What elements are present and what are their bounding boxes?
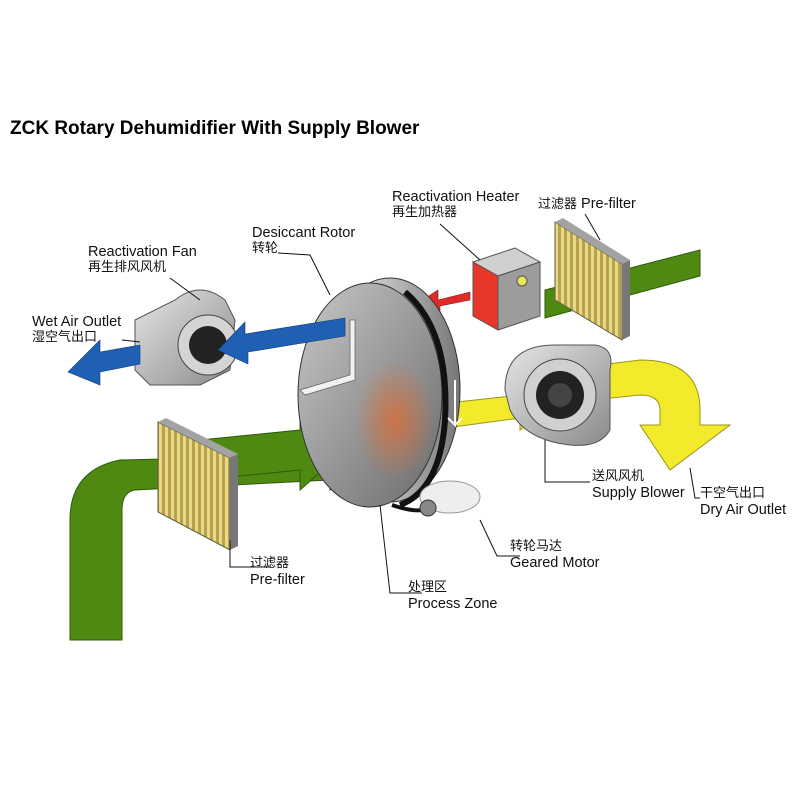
wet-air-outlet-cn: 湿空气出口: [32, 330, 98, 345]
process-zone-cn: 处理区: [408, 580, 448, 595]
leader-lines: [121, 213, 700, 594]
wet-air-outlet-label: Wet Air Outlet 湿空气出口: [32, 314, 121, 346]
page-title: ZCK Rotary Dehumidifier With Supply Blow…: [10, 118, 420, 139]
reactivation-fan-label: Reactivation Fan 再生排风风机: [88, 244, 197, 276]
reactivation-fan-en: Reactivation Fan: [88, 244, 197, 260]
reactivation-fan: [134, 289, 239, 386]
geared-motor-label: 转轮马达 Geared Motor: [510, 539, 599, 571]
geared-motor-en: Geared Motor: [510, 555, 600, 571]
prefilter-top-label: 过滤器 Pre-filter: [538, 196, 636, 213]
prefilter-top-cn: 过滤器: [538, 197, 578, 212]
prefilter-top-en: Pre-filter: [581, 196, 636, 212]
supply-blower-cn: 送风风机: [592, 469, 645, 484]
desiccant-rotor: [297, 277, 463, 508]
wet-air-outlet-en: Wet Air Outlet: [32, 314, 122, 330]
reactivation-heater-cn: 再生加热器: [392, 205, 458, 220]
reactivation-fan-cn: 再生排风风机: [88, 260, 167, 275]
supply-blower: [504, 344, 612, 446]
process-zone-en: Process Zone: [408, 596, 498, 612]
process-zone-label: 处理区 Process Zone: [408, 580, 497, 612]
wet-air-arrow-outlet: [67, 339, 141, 386]
desiccant-rotor-label: Desiccant Rotor 转轮: [252, 225, 355, 257]
geared-motor-cn: 转轮马达: [510, 539, 563, 554]
reactivation-heater-en: Reactivation Heater: [392, 189, 520, 205]
supply-blower-label: 送风风机 Supply Blower: [592, 469, 685, 501]
reactivation-heater-label: Reactivation Heater 再生加热器: [392, 189, 519, 221]
geared-motor: [419, 480, 481, 517]
prefilter-bottom: [157, 418, 238, 551]
desiccant-rotor-en: Desiccant Rotor: [252, 225, 356, 241]
prefilter-bottom-en: Pre-filter: [250, 572, 305, 588]
desiccant-rotor-cn: 转轮: [252, 241, 279, 256]
prefilter-bottom-cn: 过滤器: [250, 556, 290, 571]
dry-air-outlet-label: 干空气出口 Dry Air Outlet: [700, 486, 786, 518]
prefilter-top: [554, 218, 630, 341]
reactivation-heater: [471, 247, 542, 331]
dry-air-outlet-cn: 干空气出口: [700, 486, 766, 501]
dry-air-outlet-en: Dry Air Outlet: [700, 502, 787, 518]
wet-air-arrow-inner: [217, 317, 346, 365]
supply-blower-en: Supply Blower: [592, 485, 685, 501]
prefilter-bottom-label: 过滤器 Pre-filter: [250, 556, 305, 588]
